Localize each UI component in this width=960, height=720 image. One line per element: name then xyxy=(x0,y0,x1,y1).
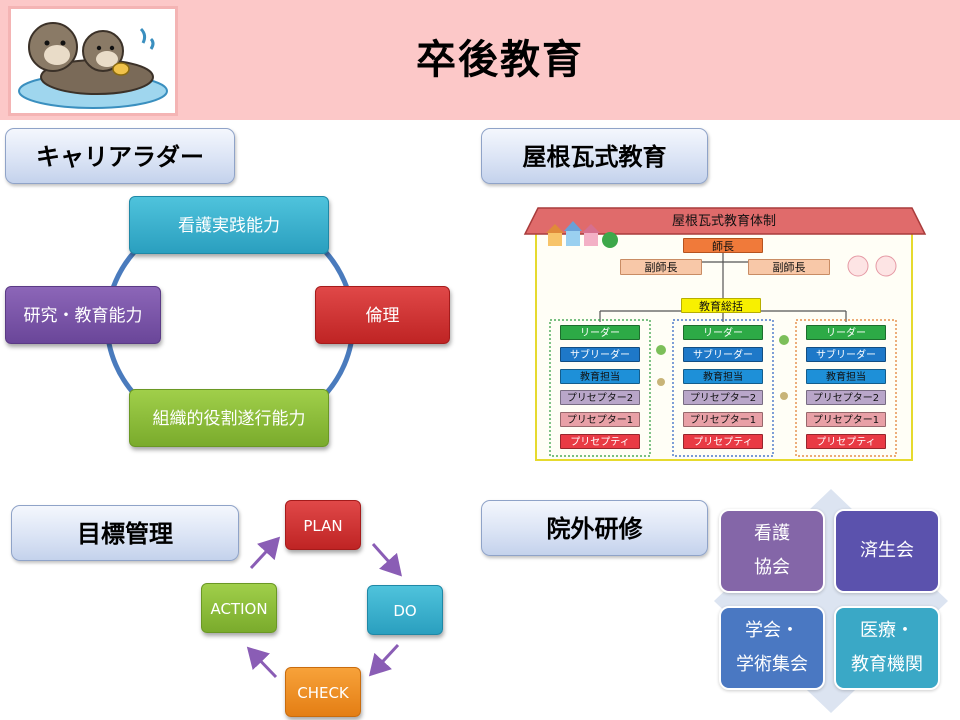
org-coordinator: 教育総括 xyxy=(681,298,761,313)
org-role-box: 教育担当 xyxy=(560,369,640,384)
pdca-check: CHECK xyxy=(285,667,361,717)
org-role-box: プリセプター2 xyxy=(683,390,763,405)
org-deputy-left: 副師長 xyxy=(620,259,702,275)
org-role-box: 教育担当 xyxy=(806,369,886,384)
org-role-box: プリセプター2 xyxy=(806,390,886,405)
org-role-box: プリセプター2 xyxy=(560,390,640,405)
section-label-career-ladder: キャリアラダー xyxy=(5,128,235,184)
pdca-plan: PLAN xyxy=(285,500,361,550)
external-tile-text: 学術集会 xyxy=(736,654,808,675)
org-role-box: 教育担当 xyxy=(683,369,763,384)
career-item-ethics: 倫理 xyxy=(315,286,450,344)
org-deputy-right: 副師長 xyxy=(748,259,830,275)
org-chart-title: 屋根瓦式教育体制 xyxy=(671,214,776,229)
external-tile-nursing-association: 看護協会 xyxy=(719,509,825,593)
org-role-box: プリセプティ xyxy=(683,434,763,449)
external-tile-text: 医療・ xyxy=(860,620,914,641)
org-role-box: サブリーダー xyxy=(806,347,886,362)
pdca-do: DO xyxy=(367,585,443,635)
page-title: 卒後教育 xyxy=(416,37,584,83)
org-role-box: プリセプター1 xyxy=(560,412,640,427)
org-role-box: プリセプター1 xyxy=(806,412,886,427)
section-label-external-training: 院外研修 xyxy=(481,500,708,556)
org-role-box: プリセプティ xyxy=(560,434,640,449)
external-tile-text: 看護 xyxy=(754,523,790,544)
org-role-box: プリセプティ xyxy=(806,434,886,449)
external-tile-academic-conference: 学会・学術集会 xyxy=(719,606,825,690)
otter-logo xyxy=(8,6,178,116)
otter-illustration xyxy=(18,22,168,109)
org-role-box: プリセプター1 xyxy=(683,412,763,427)
org-head: 師長 xyxy=(683,238,763,253)
section-label-goal-management: 目標管理 xyxy=(11,505,239,561)
external-tile-text: 教育機関 xyxy=(851,654,923,675)
external-tile-medical-education: 医療・教育機関 xyxy=(834,606,940,690)
career-item-organizational-role: 組織的役割遂行能力 xyxy=(129,389,329,447)
external-tile-saiseikai: 済生会 xyxy=(834,509,940,593)
career-item-research-education: 研究・教育能力 xyxy=(5,286,161,344)
org-role-box: リーダー xyxy=(560,325,640,340)
section-label-roof-tile-education: 屋根瓦式教育 xyxy=(481,128,708,184)
career-item-nursing-practice: 看護実践能力 xyxy=(129,196,329,254)
org-role-box: サブリーダー xyxy=(683,347,763,362)
pdca-action: ACTION xyxy=(201,583,277,633)
external-tile-text: 済生会 xyxy=(860,540,914,561)
org-role-box: リーダー xyxy=(683,325,763,340)
external-tile-text: 協会 xyxy=(754,557,790,578)
external-tile-text: 学会・ xyxy=(745,620,799,641)
org-role-box: リーダー xyxy=(806,325,886,340)
org-role-box: サブリーダー xyxy=(560,347,640,362)
